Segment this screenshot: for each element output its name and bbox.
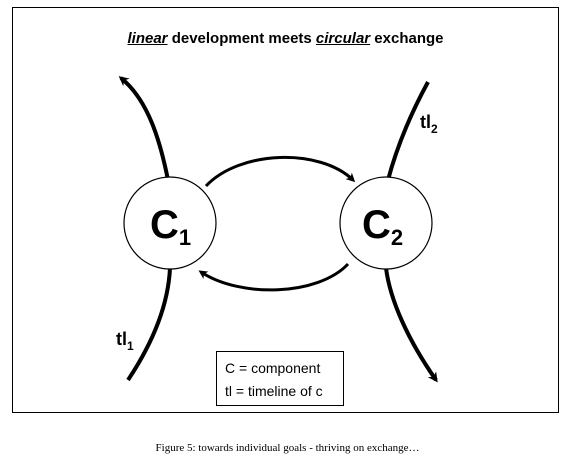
title-circular: circular	[315, 30, 371, 47]
svg-text:C1: C1	[150, 203, 191, 250]
component-node-c2: C2	[339, 176, 433, 270]
legend-timeline: tl = timeline of c	[225, 383, 323, 399]
timeline-2-subscript: 2	[431, 122, 438, 136]
title-end: exchange	[370, 30, 444, 47]
timeline-2-letters: tl	[420, 112, 431, 132]
figure-caption: Figure 5: towards individual goals - thr…	[155, 442, 420, 454]
node-c1-letter: C	[150, 203, 179, 247]
timeline-2-upper	[386, 81, 430, 181]
figure-title: linear development meets circular exchan…	[12, 30, 559, 47]
component-node-c1: C1	[123, 176, 217, 270]
node-c1-subscript: 1	[179, 225, 191, 250]
timeline-1-upper	[118, 76, 170, 181]
timeline-1-subscript: 1	[127, 339, 134, 353]
svg-text:C2: C2	[362, 203, 403, 250]
exchange-arrow-c2-to-c1	[198, 262, 350, 292]
figure-frame	[12, 7, 559, 413]
legend-component: C = component	[225, 360, 321, 376]
legend-box: C = component tl = timeline of c	[216, 351, 344, 406]
title-linear: linear	[127, 30, 168, 47]
timeline-1-label: tl1	[116, 329, 134, 353]
node-c2-subscript: 2	[391, 225, 403, 250]
title-middle: development meets	[167, 30, 316, 47]
node-c2-letter: C	[362, 203, 391, 247]
timeline-1-letters: tl	[116, 329, 127, 349]
exchange-arrow-c1-to-c2	[204, 156, 356, 188]
timeline-2-label: tl2	[420, 112, 438, 136]
timeline-2-lower	[384, 267, 438, 383]
timeline-1-lower	[126, 267, 172, 382]
